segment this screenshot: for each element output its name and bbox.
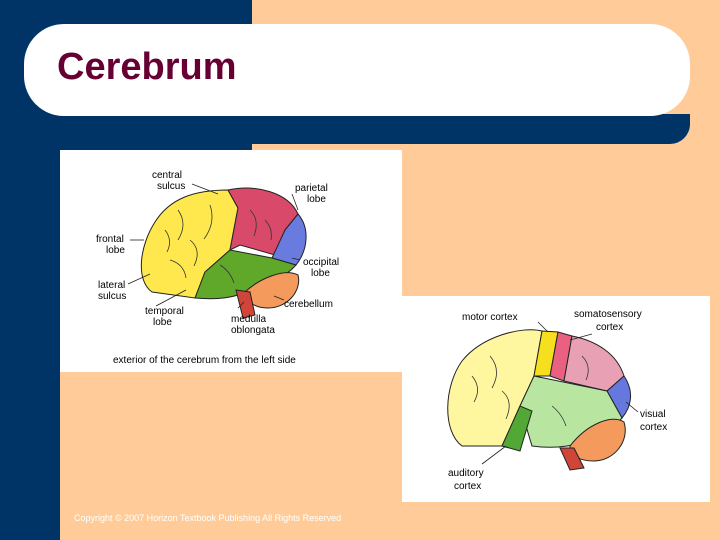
title-bar-shadow xyxy=(34,114,690,144)
label-cerebellum: cerebellum xyxy=(284,299,333,310)
brain-cortex-illustration xyxy=(447,329,631,471)
brain-lobes-illustration xyxy=(140,187,307,319)
brainstem-region-2 xyxy=(559,447,585,471)
parietal-lobe-region xyxy=(227,187,299,256)
auditory-cortex-region xyxy=(501,405,533,452)
lobes-leader-lines xyxy=(127,183,301,309)
label-motor-cortex: motor cortex xyxy=(462,312,518,323)
title-bar xyxy=(24,24,690,116)
parietal-association-region xyxy=(563,335,625,392)
copyright-notice: Copyright © 2007 Horizon Textbook Publis… xyxy=(74,513,342,523)
diagram1-caption: exterior of the cerebrum from the left s… xyxy=(113,355,296,366)
brainstem-region xyxy=(235,289,256,319)
sulcus-lines xyxy=(164,204,272,284)
cortex-sulcus-lines xyxy=(471,355,589,427)
slide-title: Cerebrum xyxy=(57,46,237,88)
cortex-leader-lines xyxy=(481,321,639,465)
